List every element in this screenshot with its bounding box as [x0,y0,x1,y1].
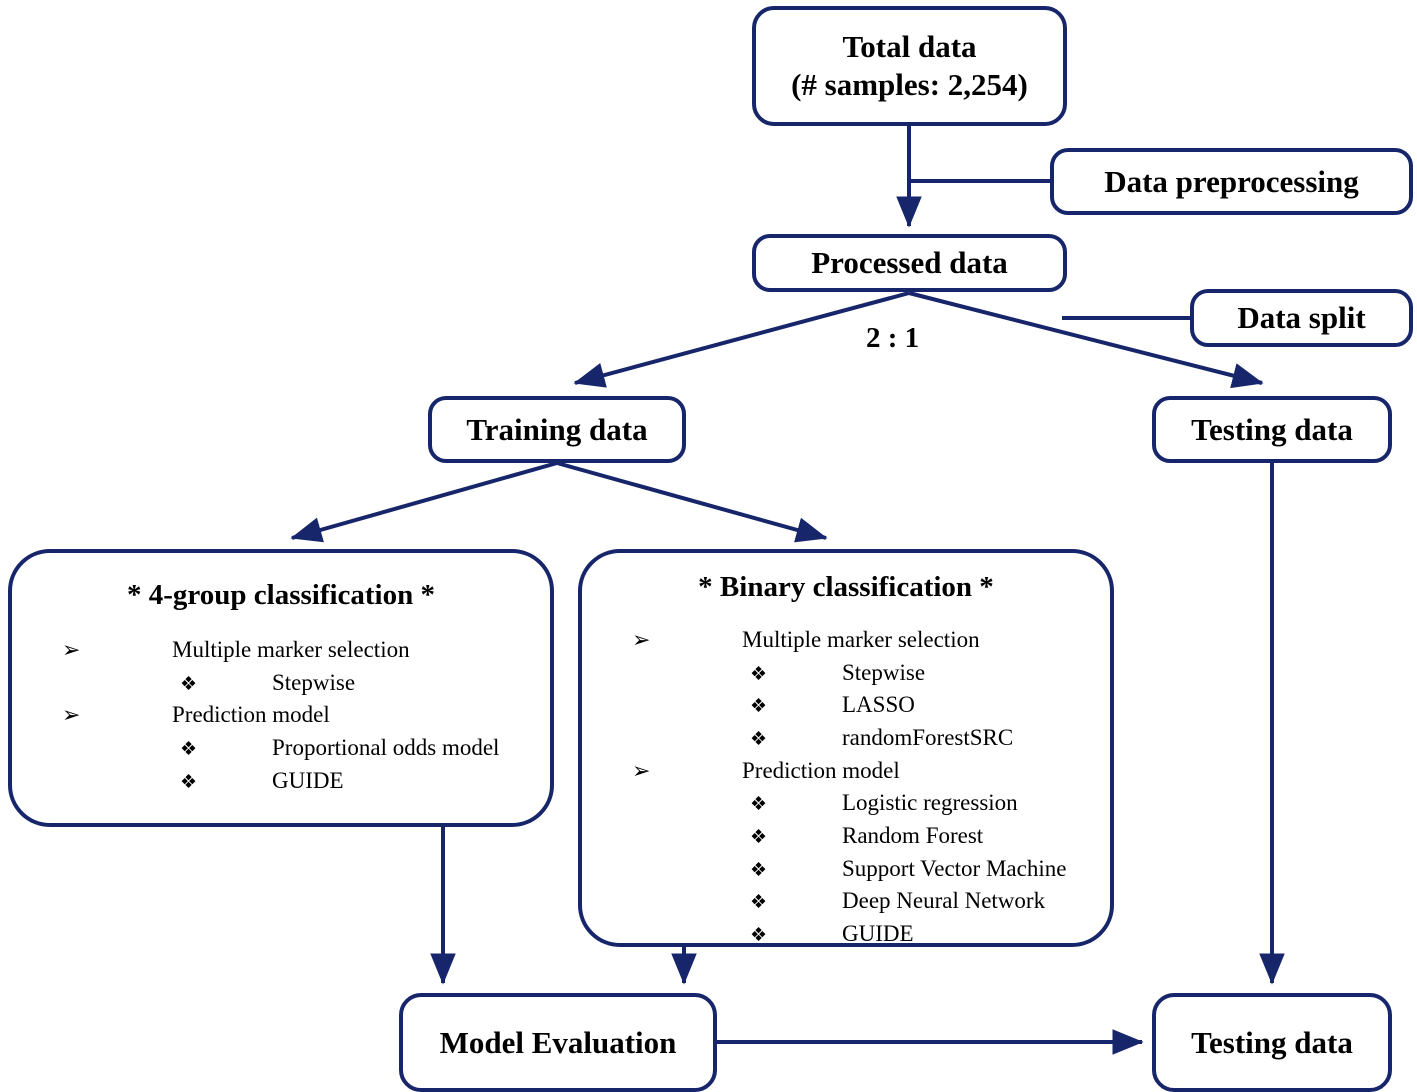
list-item-label: Random Forest [842,822,984,848]
diamond-bullet-icon: ❖ [180,738,198,760]
list-item: ➢ Prediction model [632,755,1110,788]
list-item: ❖ LASSO [632,689,1110,722]
list-item: ❖ Stepwise [62,667,550,700]
panel-4group-list: ➢ Multiple marker selection ❖ Stepwise ➢… [12,634,550,797]
node-total-data-label: Total data (# samples: 2,254) [791,28,1028,104]
connector-processed-to-training [573,291,910,388]
node-data-preprocessing[interactable]: Data preprocessing [1050,148,1413,215]
list-item: ❖ Stepwise [632,657,1110,690]
node-testing-data-bottom-label: Testing data [1191,1024,1353,1060]
diamond-bullet-icon: ❖ [750,859,768,881]
panel-binary-heading: * Binary classification * [698,571,994,603]
list-item-label: Support Vector Machine [842,855,1067,881]
node-testing-data-top-label: Testing data [1191,411,1353,447]
list-item: ➢ Prediction model [62,699,550,732]
arrow-bullet-icon: ➢ [632,757,651,783]
panel-4group-classification[interactable]: * 4-group classification * ➢ Multiple ma… [8,549,554,827]
list-item-label: randomForestSRC [842,724,1014,750]
connector-training-to-4group [290,461,558,543]
connector-training-to-binary [556,461,828,543]
list-item: ❖ Random Forest [632,820,1110,853]
list-item: ❖ Proportional odds model [62,732,550,765]
list-item: ❖ Logistic regression [632,787,1110,820]
arrow-bullet-icon: ➢ [632,627,651,652]
node-testing-data-top[interactable]: Testing data [1152,396,1392,463]
diamond-bullet-icon: ❖ [180,771,198,793]
diamond-bullet-icon: ❖ [750,728,768,750]
node-model-evaluation[interactable]: Model Evaluation [399,993,717,1092]
list-item-label: Prediction model [172,702,330,728]
split-ratio-label: 2 : 1 [866,322,920,354]
list-item: ❖ randomForestSRC [632,722,1110,755]
node-data-preprocessing-label: Data preprocessing [1104,163,1359,199]
node-training-data-label: Training data [466,411,648,447]
list-item-label: Stepwise [272,669,356,695]
list-item-label: Prediction model [742,757,900,783]
list-item: ➢ Multiple marker selection [632,624,1110,657]
node-processed-data-label: Processed data [811,245,1008,281]
list-item-label: Stepwise [842,659,926,685]
list-item-label: Multiple marker selection [742,627,980,652]
node-processed-data[interactable]: Processed data [752,234,1067,292]
list-item-label: Multiple marker selection [172,637,410,662]
node-total-data[interactable]: Total data (# samples: 2,254) [752,6,1067,126]
list-item-label: Logistic regression [842,790,1018,816]
node-training-data[interactable]: Training data [428,396,686,463]
diamond-bullet-icon: ❖ [750,892,768,914]
list-item-label: GUIDE [842,920,914,946]
node-data-split[interactable]: Data split [1190,289,1413,347]
list-item: ➢ Multiple marker selection [62,634,550,667]
list-item-label: GUIDE [272,767,344,793]
diamond-bullet-icon: ❖ [750,663,768,685]
arrow-bullet-icon: ➢ [62,702,81,728]
list-item-label: Proportional odds model [272,734,500,760]
diamond-bullet-icon: ❖ [750,924,768,946]
diamond-bullet-icon: ❖ [180,673,198,695]
node-total-data-line1: Total data [842,29,977,65]
node-model-evaluation-label: Model Evaluation [439,1024,677,1060]
diamond-bullet-icon: ❖ [750,794,768,816]
diamond-bullet-icon: ❖ [750,696,768,718]
node-data-split-label: Data split [1237,300,1366,336]
list-item: ❖ GUIDE [632,918,1110,951]
list-item-label: Deep Neural Network [842,888,1046,914]
diamond-bullet-icon: ❖ [750,826,768,848]
list-item: ❖ GUIDE [62,765,550,798]
list-item: ❖ Deep Neural Network [632,885,1110,918]
list-item-label: LASSO [842,692,915,718]
arrow-bullet-icon: ➢ [62,637,81,662]
panel-binary-list: ➢ Multiple marker selection ❖ Stepwise ❖… [582,624,1110,951]
node-total-data-line2: (# samples: 2,254) [791,67,1028,102]
node-testing-data-bottom[interactable]: Testing data [1152,993,1392,1092]
panel-binary-classification[interactable]: * Binary classification * ➢ Multiple mar… [578,549,1114,947]
list-item: ❖ Support Vector Machine [632,853,1110,886]
panel-4group-heading: * 4-group classification * [127,579,435,611]
